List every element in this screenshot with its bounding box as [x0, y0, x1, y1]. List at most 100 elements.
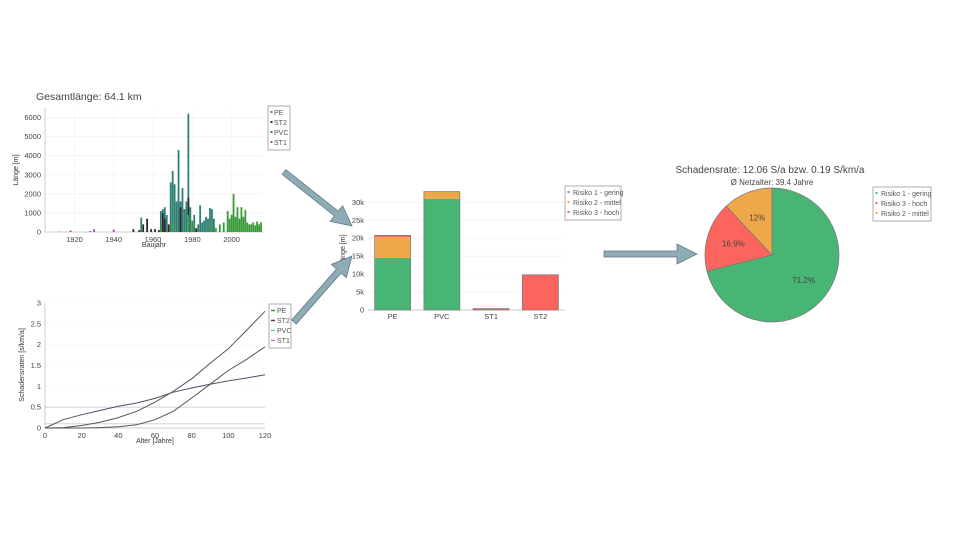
x-tick-label: 40	[114, 431, 122, 440]
histogram-bar-pvc	[169, 182, 172, 232]
stacked-bar-segment	[374, 257, 411, 310]
legend-marker	[567, 211, 570, 213]
histogram-bar-pe	[222, 222, 225, 232]
stacked-bar-outline	[423, 191, 461, 311]
stacked-bar-outline	[522, 274, 559, 311]
histogram-bar-pe	[252, 222, 255, 232]
stacked-bar-segment	[423, 198, 460, 310]
histogram-bar-st2	[138, 230, 141, 232]
histogram-bar-pe	[214, 228, 217, 232]
histogram-xlabel: Baujahr	[142, 242, 167, 249]
histogram-bar-pe	[258, 224, 260, 232]
legend-marker	[875, 202, 878, 204]
x-tick-label: 120	[259, 431, 272, 440]
pie-subtitle: Ø Netzalter: 39.4 Jahre	[731, 178, 814, 187]
y-tick-label: 3	[37, 299, 41, 308]
histogram-bar-pvc	[199, 205, 202, 232]
histogram-bar-pe	[244, 210, 247, 232]
legend-marker	[875, 212, 878, 214]
y-tick-label: 1.5	[31, 361, 41, 370]
legend-box	[872, 186, 932, 222]
stacked-bar-segment	[423, 191, 460, 199]
x-tick-label: ST2	[533, 312, 547, 321]
stacked-bar-outline	[374, 235, 411, 311]
x-tick-label: 60	[151, 431, 159, 440]
histogram-bar-pvc	[177, 149, 180, 232]
y-tick-label: 20k	[352, 234, 364, 243]
y-tick-label: 4000	[24, 151, 41, 160]
histogram-bar-pe	[159, 226, 162, 232]
histogram-bar-pvc	[173, 184, 176, 232]
legend-entry: PVC	[277, 328, 291, 335]
legend-marker	[270, 121, 273, 123]
y-tick-label: 3000	[24, 170, 41, 179]
x-tick-label: 1980	[184, 235, 201, 244]
legend-entry: PE	[274, 110, 284, 117]
risk-pie-chart: Schadensrate: 12.06 S/a bzw. 0.19 S/km/a…	[675, 165, 932, 323]
stacked-bar-segment	[374, 235, 411, 238]
histogram-bar-pvc	[189, 207, 192, 232]
histogram-bar-pe	[228, 218, 231, 232]
pie-slice-label: 71.2%	[792, 276, 815, 285]
legend-entry: PVC	[274, 130, 288, 137]
legend-box	[268, 303, 292, 349]
y-tick-label: 5k	[356, 288, 364, 297]
flow-arrow	[291, 255, 353, 325]
legend-entry: PE	[277, 308, 287, 315]
flow-arrow	[281, 169, 353, 227]
legend-marker	[567, 201, 570, 203]
y-tick-label: 5000	[24, 132, 41, 141]
stacked-bar-outline	[472, 308, 510, 311]
histogram-bar-pe	[242, 216, 245, 232]
legend-entry: ST1	[277, 338, 290, 345]
y-tick-label: 2.5	[31, 319, 41, 328]
histogram-bar-st1	[112, 229, 115, 232]
histogram-bar-pvc	[185, 201, 188, 232]
histogram-baujahr: Gesamtlänge: 64.1 km Baujahr Länge [m] 0…	[13, 91, 291, 249]
x-tick-label: ST1	[484, 312, 498, 321]
histogram-bar-pvc	[159, 211, 162, 232]
failure-rate-curve	[45, 346, 266, 429]
pie-slice	[706, 187, 840, 323]
x-tick-label: 1920	[66, 235, 83, 244]
flow-arrow	[603, 243, 698, 265]
pie-title: Schadensrate: 12.06 S/a bzw. 0.19 S/km/a	[675, 165, 864, 176]
failure-rate-line-chart: Alter [Jahre] Schadensraten [s/km/a] 00.…	[19, 299, 291, 446]
histogram-bar-pvc	[175, 201, 178, 232]
histogram-bar-pe	[191, 220, 194, 232]
x-tick-label: 1940	[105, 235, 122, 244]
histogram-bar-pe	[246, 222, 249, 232]
legend-box	[564, 185, 622, 221]
histogram-bar-pvc	[213, 218, 215, 232]
histogram-bar-pvc	[193, 214, 196, 232]
y-tick-label: 0.5	[31, 403, 41, 412]
histogram-bar-pvc	[205, 216, 207, 232]
histogram-bar-pvc	[201, 222, 204, 232]
pie-slice	[725, 187, 773, 256]
legend-marker	[875, 192, 878, 194]
y-tick-label: 25k	[352, 216, 364, 225]
x-tick-label: PVC	[434, 312, 450, 321]
histogram-ylabel: Länge [m]	[13, 154, 20, 185]
histogram-bar-pe	[226, 211, 229, 232]
x-tick-label: 2000	[223, 235, 240, 244]
y-tick-label: 1000	[24, 208, 41, 217]
histogram-bar-pvc	[207, 218, 209, 232]
legend-box	[267, 105, 291, 151]
histogram-bar-pe	[171, 222, 174, 232]
line-ylabel: Schadensraten [s/km/a]	[19, 328, 26, 402]
histogram-bar-pe	[240, 207, 243, 232]
histogram-bar-st2	[161, 212, 164, 232]
histogram-bar-st2	[163, 218, 166, 232]
legend-entry: ST2	[274, 120, 287, 127]
stacked-bar-segment	[473, 308, 510, 310]
histogram-bar-pe	[238, 218, 241, 232]
line-xlabel: Alter [Jahre]	[136, 438, 174, 445]
y-tick-label: 6000	[24, 113, 41, 122]
histogram-bar-pe	[218, 224, 221, 232]
y-tick-label: 1	[37, 382, 41, 391]
histogram-bar-pvc	[171, 170, 174, 232]
histogram-bar-pe	[260, 222, 262, 232]
